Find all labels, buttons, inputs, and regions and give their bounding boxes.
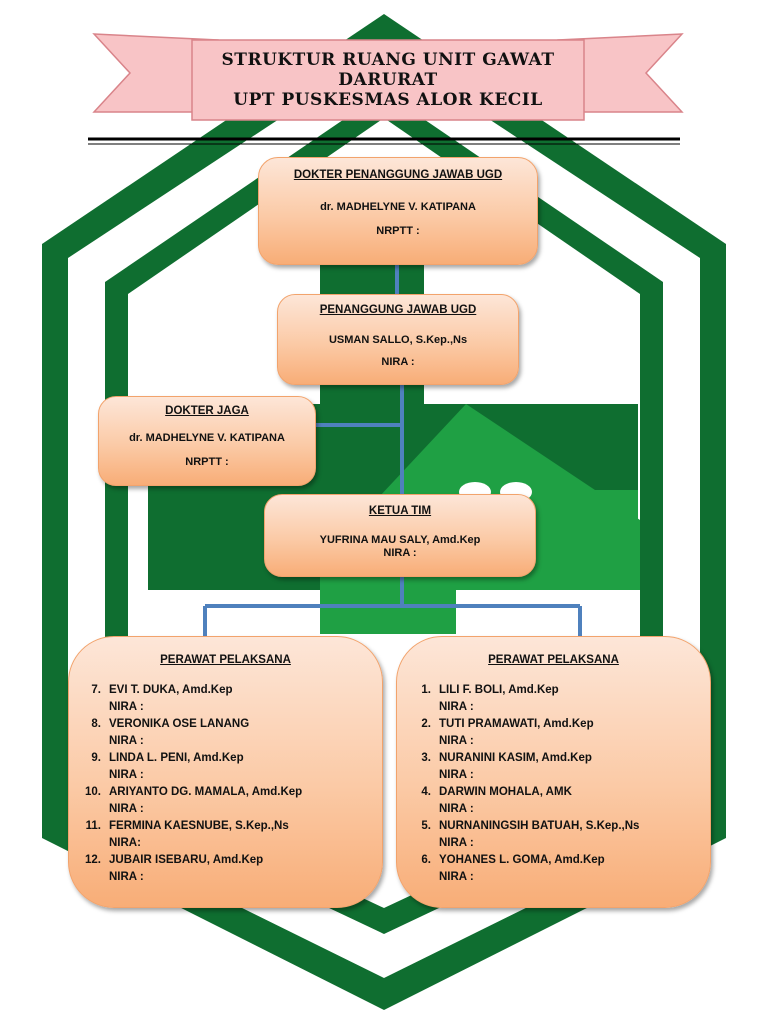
node-name: dr. MADHELYNE V. KATIPANA: [129, 432, 285, 444]
member-id-label: NIRA :: [109, 803, 144, 815]
node-name: dr. MADHELYNE V. KATIPANA: [320, 201, 476, 213]
member-name: EVI T. DUKA, Amd.Kep: [109, 684, 233, 696]
member-id-label: NIRA :: [109, 769, 144, 781]
node-penanggung-jawab-ugd: PENANGGUNG JAWAB UGD USMAN SALLO, S.Kep.…: [277, 294, 519, 385]
member-number: 8.: [91, 718, 101, 730]
node-id-label: NIRA :: [383, 547, 417, 559]
node-title: DOKTER PENANGGUNG JAWAB UGD: [293, 169, 503, 181]
member-name: YOHANES L. GOMA, Amd.Kep: [439, 854, 605, 866]
member-number: 9.: [91, 752, 101, 764]
member-name: TUTI PRAMAWATI, Amd.Kep: [439, 718, 594, 730]
title-ribbon: [92, 33, 684, 121]
member-name: JUBAIR ISEBARU, Amd.Kep: [109, 854, 264, 866]
member-name: DARWIN MOHALA, AMK: [439, 786, 572, 798]
member-number: 12.: [85, 854, 101, 866]
node-id-label: NIRA :: [381, 356, 415, 368]
org-connectors: [203, 264, 582, 636]
member-number: 10.: [85, 786, 101, 798]
node-title: PERAWAT PELAKSANA: [488, 654, 619, 666]
member-number: 5.: [421, 820, 431, 832]
node-dokter-penanggung-jawab: DOKTER PENANGGUNG JAWAB UGD dr. MADHELYN…: [258, 157, 538, 265]
node-perawat-pelaksana-left: PERAWAT PELAKSANA 7. EVI T. DUKA, Amd.Kep…: [68, 636, 383, 908]
member-number: 6.: [421, 854, 431, 866]
node-title: DOKTER JAGA: [165, 405, 249, 417]
member-name: LINDA L. PENI, Amd.Kep: [109, 752, 244, 764]
node-name: YUFRINA MAU SALY, Amd.Kep: [319, 534, 481, 546]
member-item: 4. DARWIN MOHALA, AMK NIRA :: [397, 784, 710, 818]
node-id-label: NRPTT :: [185, 456, 229, 468]
member-id-label: NIRA :: [439, 735, 474, 747]
node-title: PENANGGUNG JAWAB UGD: [319, 304, 477, 316]
member-id-label: NIRA :: [439, 803, 474, 815]
member-id-label: NIRA :: [109, 735, 144, 747]
member-name: NURANINI KASIM, Amd.Kep: [439, 752, 592, 764]
member-number: 3.: [421, 752, 431, 764]
node-title: KETUA TIM: [368, 505, 432, 517]
member-id-label: NIRA :: [439, 769, 474, 781]
member-id-label: NIRA :: [109, 871, 144, 883]
member-name: ARIYANTO DG. MAMALA, Amd.Kep: [109, 786, 303, 798]
member-name: FERMINA KAESNUBE, S.Kep.,Ns: [109, 820, 289, 832]
member-number: 2.: [421, 718, 431, 730]
title-line-1: STRUKTUR RUANG UNIT GAWAT: [221, 50, 555, 70]
member-id-label: NIRA :: [439, 837, 474, 849]
node-title: PERAWAT PELAKSANA: [160, 654, 291, 666]
member-name: VERONIKA OSE LANANG: [109, 718, 250, 730]
title-line-2: DARURAT: [338, 70, 438, 90]
node-dokter-jaga: DOKTER JAGA dr. MADHELYNE V. KATIPANA NR…: [98, 396, 316, 486]
member-item: 8. VERONIKA OSE LANANG NIRA :: [69, 716, 382, 750]
member-name: NURNANINGSIH BATUAH, S.Kep.,Ns: [439, 820, 640, 832]
member-name: LILI F. BOLI, Amd.Kep: [439, 684, 559, 696]
chart-title: STRUKTUR RUANG UNIT GAWAT DARURAT UPT PU…: [190, 50, 586, 110]
member-id-label: NIRA :: [109, 701, 144, 713]
node-name: USMAN SALLO, S.Kep.,Ns: [328, 334, 468, 346]
member-number: 11.: [85, 820, 101, 832]
member-number: 7.: [91, 684, 101, 696]
title-line-3: UPT PUSKESMAS ALOR KECIL: [233, 90, 543, 110]
member-number: 1.: [421, 684, 431, 696]
node-ketua-tim: KETUA TIM YUFRINA MAU SALY, Amd.Kep NIRA…: [264, 494, 536, 577]
node-perawat-pelaksana-right: PERAWAT PELAKSANA 1. LILI F. BOLI, Amd.Ke…: [396, 636, 711, 908]
node-id-label: NRPTT :: [376, 225, 420, 237]
member-id-label: NIRA :: [439, 701, 474, 713]
member-number: 4.: [421, 786, 431, 798]
member-id-label: NIRA :: [439, 871, 474, 883]
member-id-label: NIRA:: [109, 837, 141, 849]
